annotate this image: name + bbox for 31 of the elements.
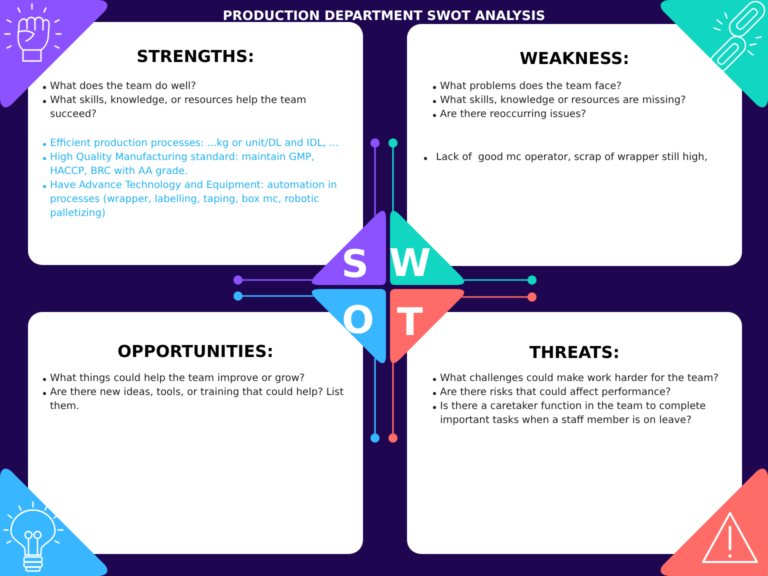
connector-line [464, 275, 537, 285]
bullet-item: High Quality Manufacturing standard: maintain GMP, HACCP, BRC with AA grade. [42, 151, 354, 179]
card-heading: WEAKNESS: [520, 49, 630, 69]
bullet-item: Efficient production processes: ...kg or unit/DL and IDL, ... [42, 137, 339, 151]
bullet-item: Are there new ideas, tools, or training that could help? List them. [42, 386, 354, 414]
bullet-item: What skills, knowledge or resources are missing? [432, 94, 686, 108]
quadrant-letter: W [389, 244, 431, 282]
bullet-item: Are there risks that could affect performance? [432, 386, 671, 400]
card-heading: OPPORTUNITIES: [118, 342, 274, 362]
connector-line [388, 363, 398, 443]
bullet-item: What skills, knowledge, or resources help the team succeed? [42, 94, 354, 122]
connector-line [233, 275, 312, 285]
connector-line [370, 358, 380, 443]
bullet-item: Lack of good mc operator, scrap of wrapper still high, [423, 151, 708, 165]
connector-line [388, 138, 398, 211]
bullet-item: What does the team do well? [42, 80, 196, 94]
quadrant-letter: S [341, 245, 369, 283]
connector-line [370, 138, 380, 216]
page-title: PRODUCTION DEPARTMENT SWOT ANALYSIS [222, 9, 546, 25]
quadrant-letter: O [342, 301, 374, 339]
bullet-item: Have Advance Technology and Equipment: automation in processes (wrapper, labelling, taping, box mc, robotic palletizing) [42, 179, 354, 221]
quadrant-letter: T [397, 303, 423, 341]
card-heading: STRENGTHS: [136, 47, 254, 67]
bullet-item: What problems does the team face? [432, 80, 622, 94]
card-heading: THREATS: [529, 343, 620, 363]
connector-line [462, 292, 537, 302]
bullet-item: What things could help the team improve or grow? [42, 372, 305, 386]
bullet-item: Is there a caretaker function in the team to complete important tasks when a staff member is on leave? [432, 400, 732, 428]
bullet-item: Are there reoccurring issues? [432, 108, 586, 122]
connector-line [233, 291, 314, 301]
bullet-item: What challenges could make work harder for the team? [432, 372, 719, 386]
